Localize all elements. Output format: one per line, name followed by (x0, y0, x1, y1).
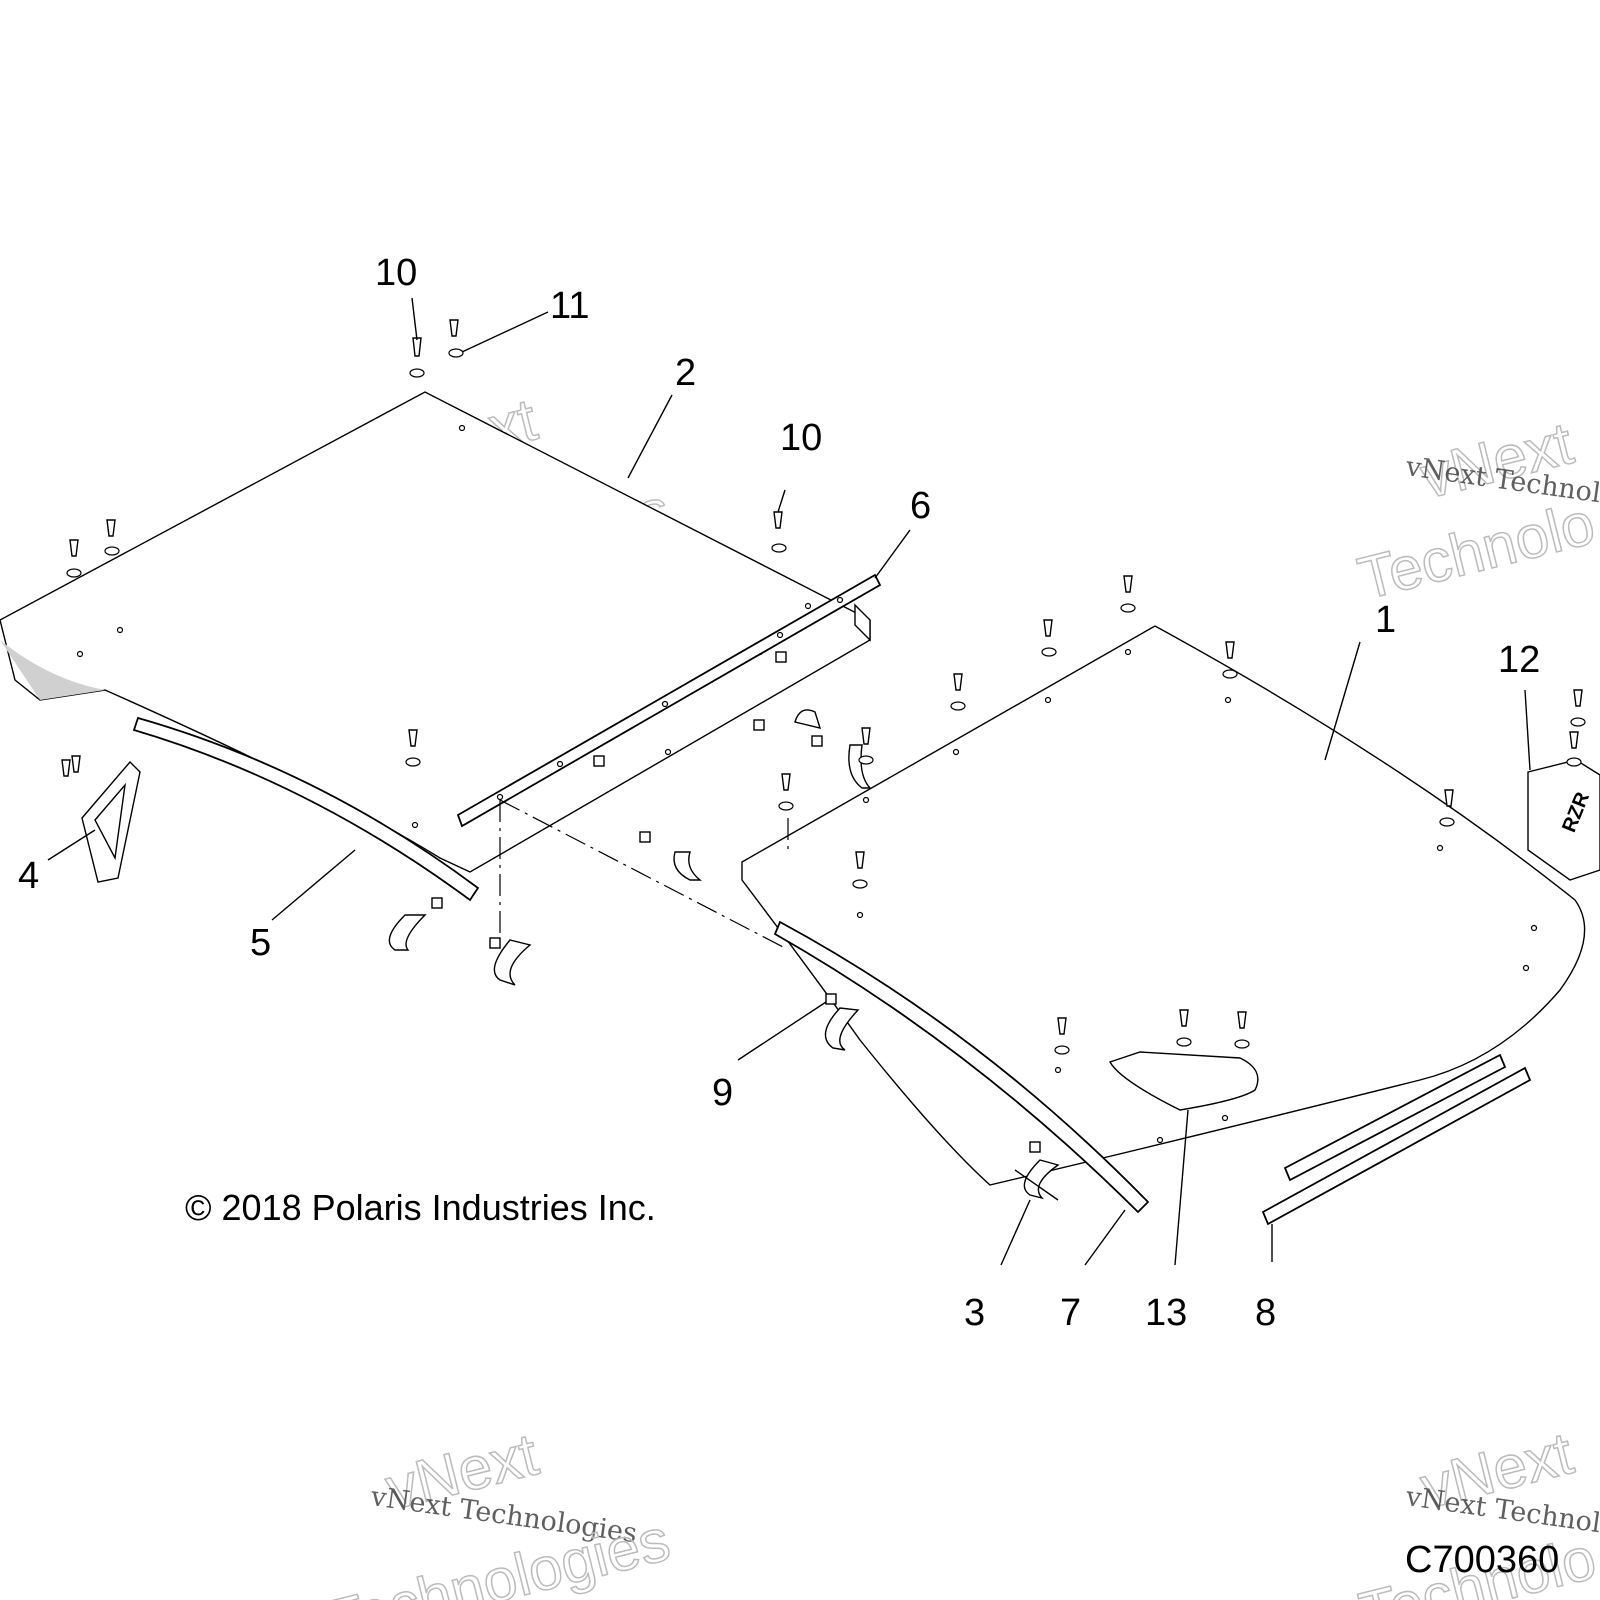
callout-12: 12 (1498, 639, 1540, 681)
watermark-bottom-left: vNext vNext Technologies Technologies (319, 1420, 677, 1600)
screw-washer (950, 673, 966, 711)
screw-washer (448, 319, 464, 358)
callout-6: 6 (910, 485, 931, 527)
callout-4: 4 (18, 855, 39, 897)
callout-labels: 1 2 3 4 5 6 7 8 9 10 10 11 12 13 (18, 252, 1540, 1334)
clip (811, 735, 823, 747)
rear-edge-strip-upper (1283, 1053, 1507, 1182)
front-bar (456, 573, 882, 828)
badge-plate: RZR (1527, 759, 1600, 881)
callout-7: 7 (1060, 1292, 1081, 1334)
panel-shadow (0, 640, 105, 700)
screw-washer (1566, 731, 1582, 767)
copyright-notice: © 2018 Polaris Industries Inc. (185, 1187, 656, 1228)
callout-8: 8 (1255, 1292, 1276, 1334)
svg-text:Technolo: Technolo (1352, 489, 1600, 612)
clamps (388, 709, 1060, 1200)
clip (753, 719, 765, 731)
figure-id: C700360 (1405, 1539, 1559, 1581)
alignment-line (499, 799, 786, 949)
fasteners (61, 319, 1586, 1153)
clip (775, 651, 787, 663)
screw-washer (1120, 575, 1136, 613)
clip (639, 831, 651, 843)
callout-3: 3 (964, 1292, 985, 1334)
screw-washer (1222, 641, 1238, 679)
rear-edge-strip-lower (1261, 1066, 1532, 1226)
front-side-strip (132, 716, 480, 902)
watermark-top-right: vNext vNext Technolo Technolo (1351, 408, 1600, 613)
screw-washer (1041, 619, 1057, 657)
leader-lines (47, 297, 1531, 1266)
screw-pair (61, 755, 81, 777)
callout-13: 13 (1145, 1292, 1187, 1334)
screw-washer (1439, 789, 1455, 827)
screw-washer (1054, 1017, 1070, 1055)
callout-1: 1 (1375, 599, 1396, 641)
clip (1029, 1141, 1041, 1153)
screw-washer (104, 519, 120, 556)
callout-11: 11 (550, 285, 589, 327)
screw-washer (405, 729, 421, 767)
clip (593, 755, 605, 767)
roof-plate (1108, 1051, 1259, 1111)
clip (489, 937, 501, 949)
bracket (81, 760, 141, 883)
callout-9: 9 (712, 1072, 733, 1114)
callout-10-mid: 10 (780, 417, 822, 459)
screw-washer (66, 539, 82, 578)
screw-washer (858, 727, 874, 765)
rear-panel-holes (856, 648, 1538, 1144)
screw-washer (409, 337, 425, 378)
callout-2: 2 (675, 352, 696, 394)
rear-side-strip (773, 920, 1150, 1214)
screw-washer (1570, 689, 1586, 727)
screw-washer (778, 773, 794, 811)
screw-washer (1176, 1009, 1192, 1047)
screw-washer (852, 851, 868, 889)
callout-10-top: 10 (375, 252, 417, 294)
clip (431, 897, 443, 909)
callout-5: 5 (250, 922, 271, 964)
screw-washer (1234, 1011, 1250, 1049)
screw-washer (771, 511, 787, 553)
clip (825, 993, 837, 1005)
